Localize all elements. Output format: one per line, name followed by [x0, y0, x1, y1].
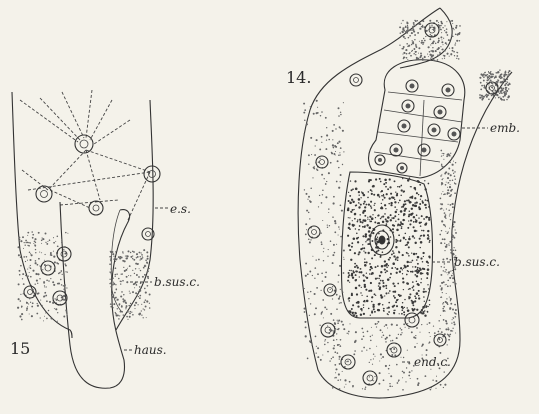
- figure-14-drawing: [298, 8, 512, 398]
- fig14-label-emb: emb.: [490, 122, 520, 134]
- fig14-endosperm-nuclei: [308, 23, 498, 385]
- fig14-embryo-nuclei: [375, 80, 460, 173]
- fig14-endosperm-stipple: [303, 20, 511, 391]
- fig15-label-es: e.s.: [170, 203, 191, 215]
- fig14-number: 14.: [286, 70, 311, 86]
- fig14-suspensor-nucleus: [370, 225, 394, 255]
- fig15-haustorium: [60, 202, 130, 388]
- fig15-endosperm-stipple: [17, 231, 151, 322]
- fig14-label-bsusc: b.sus.c.: [454, 256, 500, 268]
- fig14-label-endc: end.c.: [414, 356, 451, 368]
- fig15-nuclei: [36, 135, 160, 240]
- fig15-right-wall: [116, 100, 153, 330]
- fig15-label-bsusc: b.sus.c.: [154, 276, 200, 288]
- fig15-label-haus: haus.: [134, 344, 167, 356]
- fig14-suspensor-texture: [347, 177, 431, 317]
- fig15-number: 15: [10, 341, 30, 357]
- fig14-embryo: [369, 60, 465, 178]
